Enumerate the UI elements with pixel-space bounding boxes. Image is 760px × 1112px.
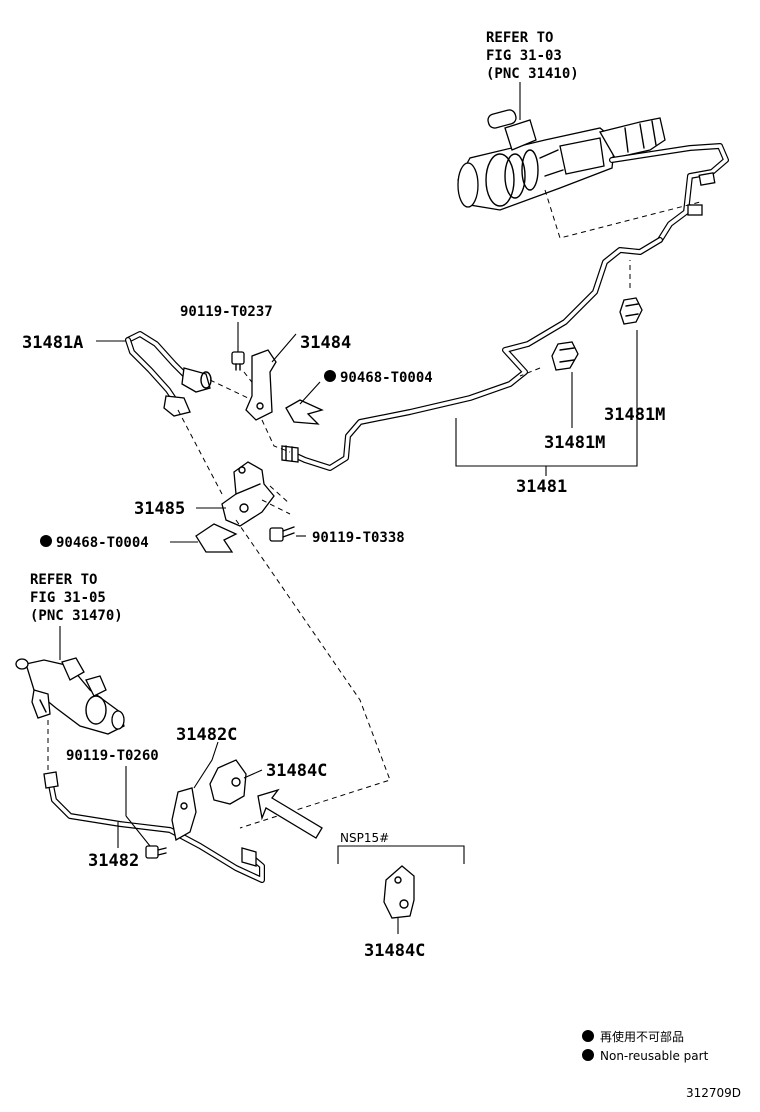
label-90119-T0237: 90119-T0237 bbox=[180, 304, 273, 320]
label-90119-T0260: 90119-T0260 bbox=[66, 748, 159, 764]
non-reusable-mark-icon bbox=[324, 370, 336, 382]
clip-90468-T0004-upper: 90468-T0004 bbox=[285, 370, 433, 425]
label-90468-T0004-upper: 90468-T0004 bbox=[340, 370, 433, 386]
clip-90468-T0004-lower: 90468-T0004 bbox=[40, 523, 238, 553]
non-reusable-mark-icon-2 bbox=[40, 535, 52, 547]
label-31484: 31484 bbox=[300, 333, 351, 353]
clutch-release-cylinder-drawing bbox=[15, 657, 125, 735]
master-outlet-pipe bbox=[609, 143, 729, 243]
bracket-31482C: 31482C bbox=[171, 725, 237, 842]
label-90119-T0338: 90119-T0338 bbox=[312, 530, 405, 546]
ref-release-line-2: FIG 31-05 bbox=[30, 590, 106, 606]
legend-jp-text: 再使用不可部品 bbox=[600, 1029, 684, 1044]
ref-release-cylinder: REFER TO FIG 31-05 (PNC 31470) bbox=[30, 572, 123, 660]
bracket-31484: 31484 bbox=[245, 333, 351, 421]
ref-release-line-3: (PNC 31470) bbox=[30, 608, 123, 624]
label-31481M-b: 31481M bbox=[544, 433, 605, 453]
tube-31482-drawing: 31482 bbox=[43, 771, 265, 883]
label-31481M-a: 31481M bbox=[604, 405, 665, 425]
label-31484C-lower: 31484C bbox=[364, 941, 425, 961]
label-31481M-lower: 31481M bbox=[544, 433, 605, 453]
clamp-31481M-lower bbox=[551, 341, 579, 428]
nsp15-group: NSP15# 31484C bbox=[337, 831, 465, 961]
bolt-90119-T0237: 90119-T0237 bbox=[180, 304, 273, 371]
hose-31481A-drawing bbox=[125, 331, 212, 417]
legend-en-bullet-icon bbox=[582, 1049, 594, 1061]
clamp-31481M-upper bbox=[619, 297, 643, 400]
nsp-arrow bbox=[257, 788, 323, 839]
label-31482: 31482 bbox=[88, 851, 139, 871]
ref-master-line-1: REFER TO bbox=[486, 30, 553, 46]
ref-master-cylinder: REFER TO FIG 31-03 (PNC 31410) bbox=[486, 30, 579, 120]
bolt-90119-T0338: 90119-T0338 bbox=[269, 526, 405, 546]
figure-code: 312709D bbox=[686, 1086, 741, 1100]
label-nsp15: NSP15# bbox=[340, 831, 389, 845]
legend: 再使用不可部品 Non-reusable part bbox=[582, 1029, 709, 1063]
label-31484C-upper: 31484C bbox=[266, 761, 327, 781]
bracket-31485: 31485 bbox=[134, 461, 275, 527]
label-31481-bracket: 31481 bbox=[455, 400, 638, 497]
label-31481: 31481 bbox=[516, 477, 567, 497]
ref-master-line-3: (PNC 31410) bbox=[486, 66, 579, 82]
clutch-master-cylinder-drawing bbox=[457, 109, 666, 211]
label-31481A: 31481A bbox=[22, 333, 126, 353]
bracket-31484C-upper: 31484C bbox=[209, 759, 327, 805]
ref-master-line-2: FIG 31-03 bbox=[486, 48, 562, 64]
ref-release-line-1: REFER TO bbox=[30, 572, 97, 588]
legend-en-text: Non-reusable part bbox=[600, 1049, 709, 1063]
legend-jp-bullet-icon bbox=[582, 1030, 594, 1042]
label-31482C: 31482C bbox=[176, 725, 237, 745]
label-90468-T0004-lower: 90468-T0004 bbox=[56, 535, 149, 551]
label-31481A-text: 31481A bbox=[22, 333, 83, 353]
label-31485: 31485 bbox=[134, 499, 185, 519]
label-31481M-upper: 31481M bbox=[604, 405, 665, 425]
bolt-90119-T0260: 90119-T0260 bbox=[66, 748, 167, 859]
clutch-tube-31481-drawing bbox=[281, 237, 663, 471]
